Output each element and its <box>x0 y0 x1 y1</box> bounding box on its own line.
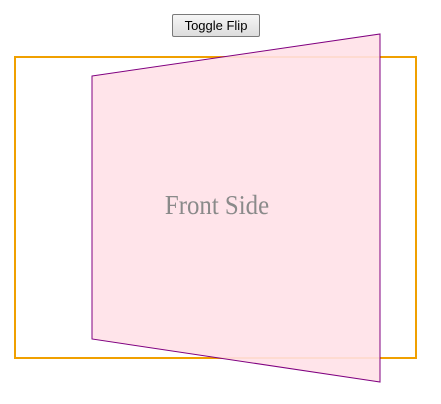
flip-container <box>14 56 417 359</box>
toggle-flip-button[interactable]: Toggle Flip <box>172 14 260 37</box>
